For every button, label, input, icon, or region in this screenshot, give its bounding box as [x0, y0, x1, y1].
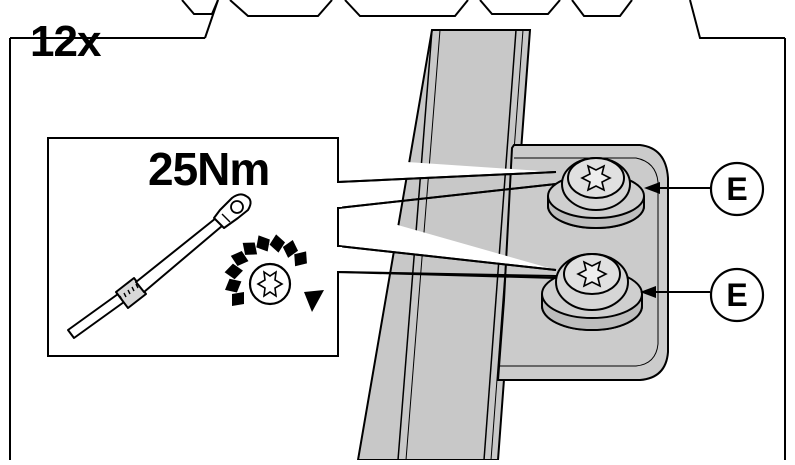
- callout-arrows: [640, 182, 710, 298]
- torque-value-label: 25Nm: [148, 143, 270, 195]
- top-border-scallops: [9, 0, 786, 460]
- callout-label-top: E: [726, 171, 748, 207]
- torx-bolt-icon: [541, 253, 643, 331]
- callout-label-bottom: E: [726, 277, 748, 313]
- torx-bolt-icon: [547, 157, 645, 229]
- callout-circle-top: [709, 161, 765, 217]
- torque-wrench-icon: [67, 193, 252, 339]
- quantity-label: 12x: [30, 17, 101, 66]
- torx-rotation-icon: [224, 234, 324, 312]
- callout-circle-bottom: [709, 267, 765, 323]
